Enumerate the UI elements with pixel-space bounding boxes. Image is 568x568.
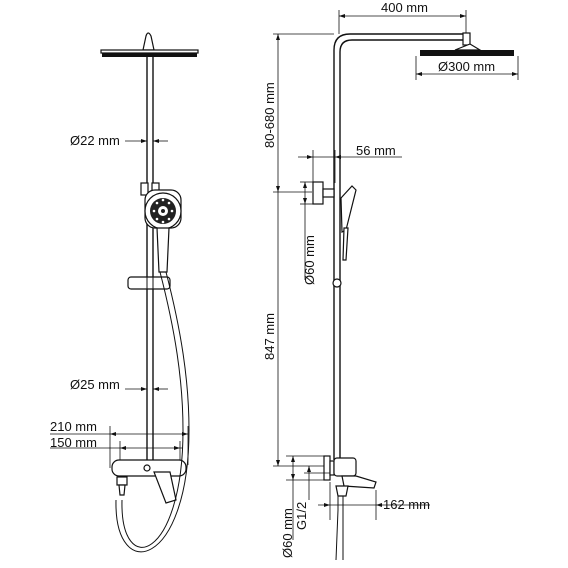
holder-diameter-dimension: Ø60 mm (302, 182, 317, 285)
lower-slider (127, 276, 171, 290)
riser-and-arm (333, 32, 471, 460)
width-outer-label: 210 mm (50, 419, 97, 434)
offset-dimension: 56 mm (298, 143, 402, 183)
flange-diameter-label: Ø60 mm (280, 508, 295, 558)
holder-diameter-label: Ø60 mm (302, 235, 317, 285)
pipe-diameter-dimension: Ø22 mm (70, 133, 168, 148)
front-view: Ø22 mm (50, 32, 199, 553)
rain-shower-head-front (100, 32, 199, 57)
mixer-side (323, 455, 377, 561)
side-view: 400 mm Ø300 mm 80-680 mm (262, 0, 519, 561)
hand-shower (140, 182, 182, 273)
bar-diameter-dimension: Ø25 mm (70, 377, 168, 392)
offset-label: 56 mm (356, 143, 396, 158)
shower-hose (115, 271, 190, 553)
height-adjust-label: 80-680 mm (262, 82, 277, 148)
arm-length-label: 400 mm (381, 0, 428, 15)
bar-diameter-label: Ø25 mm (70, 377, 120, 392)
height-adjust-dimension: 80-680 mm (262, 33, 334, 193)
total-height-dimension: 847 mm (262, 192, 326, 467)
total-height-label: 847 mm (262, 313, 277, 360)
arm-length-dimension: 400 mm (338, 0, 467, 36)
width-dimensions: 210 mm 150 mm (50, 419, 189, 468)
mixer-front (111, 459, 187, 504)
spout-length-label: 162 mm (383, 497, 430, 512)
head-diameter-label: Ø300 mm (438, 59, 495, 74)
thread-label: G1/2 (294, 502, 309, 530)
wall-bracket-side (300, 181, 357, 288)
pipe-diameter-label: Ø22 mm (70, 133, 120, 148)
bottom-dimensions: Ø60 mm G1/2 162 mm (280, 455, 430, 558)
rain-shower-head-side: Ø300 mm (415, 43, 519, 80)
width-inner-label: 150 mm (50, 435, 97, 450)
